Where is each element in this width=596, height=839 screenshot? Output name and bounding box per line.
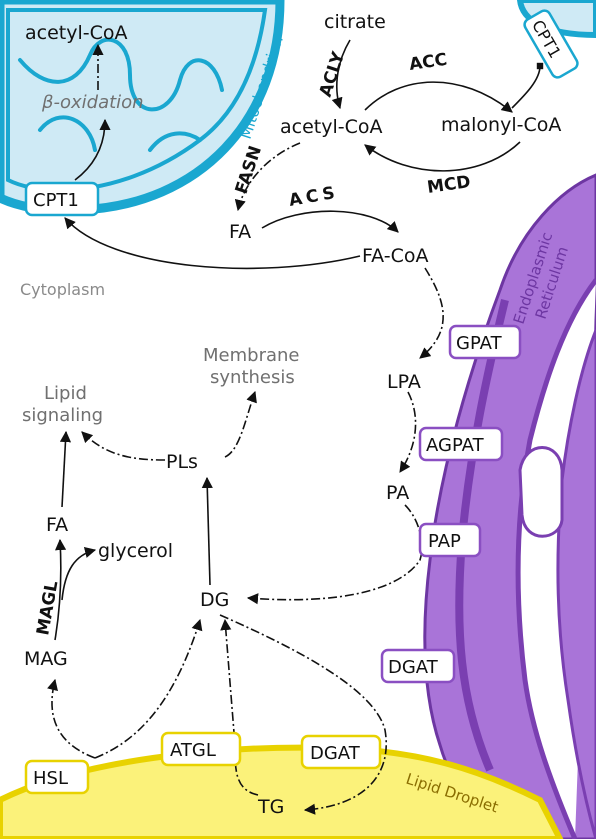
enzyme-box-cpt1-mito: CPT1 [24, 181, 100, 217]
mitochondrion [0, 0, 285, 215]
enzyme-dgat-ld-label: DGAT [310, 743, 361, 764]
pathway-arrows [47, 39, 544, 815]
beta-oxidation-label: β-oxidation [41, 92, 144, 113]
membrane-synthesis-line2: synthesis [210, 367, 295, 388]
enzyme-hsl-label: HSL [33, 768, 68, 789]
enzyme-box-dgat-ld: DGAT [300, 734, 382, 770]
metabolite-pa: PA [386, 482, 409, 504]
lipid-signaling-line1: Lipid [44, 383, 87, 404]
enzyme-acc: ACC [408, 50, 449, 75]
metabolite-acetyl-coa: acetyl-CoA [280, 116, 383, 138]
enzyme-dgat-er-label: DGAT [388, 657, 439, 678]
enzyme-cpt1-mito-label: CPT1 [33, 190, 79, 211]
metabolite-tg: TG [257, 796, 284, 818]
enzyme-box-dgat-er: DGAT [380, 648, 456, 684]
cytoplasm-label: Cytoplasm [20, 280, 105, 299]
enzyme-acly: ACLY [316, 49, 349, 100]
metabolite-lpa: LPA [387, 371, 421, 393]
metabolite-mag: MAG [24, 648, 68, 670]
metabolite-pls: PLs [166, 451, 198, 473]
enzyme-box-pap: PAP [418, 522, 482, 558]
enzyme-agpat-label: AGPAT [426, 435, 485, 456]
enzyme-pap-label: PAP [428, 531, 461, 552]
metabolite-dg: DG [200, 589, 229, 611]
enzyme-fasn: FASN [232, 143, 266, 196]
enzyme-box-hsl: HSL [24, 759, 90, 795]
metabolite-fa-coa: FA-CoA [362, 245, 429, 267]
enzyme-box-gpat: GPAT [448, 324, 522, 360]
lipid-signaling-line2: signaling [22, 405, 103, 426]
metabolite-glycerol: glycerol [98, 540, 173, 562]
membrane-synthesis-line1: Membrane [203, 345, 299, 366]
enzyme-atgl-label: ATGL [170, 740, 216, 761]
enzyme-box-atgl: ATGL [160, 731, 242, 767]
enzyme-box-agpat: AGPAT [418, 426, 504, 462]
endoplasmic-reticulum [423, 173, 596, 839]
metabolite-malonyl-coa: malonyl-CoA [441, 114, 561, 136]
metabolite-fa-left: FA [46, 514, 68, 536]
enzyme-acs: ACS [287, 183, 340, 211]
enzyme-mcd: MCD [426, 172, 472, 198]
metabolite-acetyl-coa-mito: acetyl-CoA [25, 22, 128, 44]
enzyme-gpat-label: GPAT [456, 333, 503, 354]
metabolite-citrate: citrate [324, 11, 386, 33]
enzyme-magl: MAGL [33, 579, 62, 637]
metabolite-fa: FA [229, 221, 251, 243]
